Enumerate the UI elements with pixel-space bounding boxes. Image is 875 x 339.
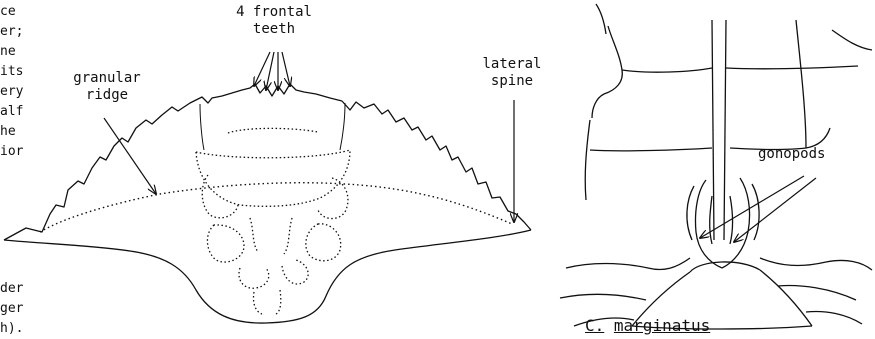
gonopods-label: gonopods: [758, 146, 825, 163]
caption-species: marginatus: [614, 316, 710, 335]
abdomen-sketch: [560, 4, 872, 329]
frontal-teeth-label-line2: teeth: [214, 21, 334, 38]
frontal-teeth-label-line1: 4 frontal: [214, 4, 334, 21]
granular-ridge-line: [40, 183, 512, 232]
leader-arrows: [104, 52, 816, 242]
posterior-margin: [4, 230, 531, 323]
lateral-spine-label-line2: spine: [462, 73, 562, 90]
frontal-margin: [232, 84, 342, 101]
lateral-spine-label: lateral spine: [462, 56, 562, 90]
central-regions: [196, 128, 350, 314]
granular-ridge-label-line2: ridge: [62, 87, 152, 104]
frontal-teeth-label: 4 frontal teeth: [214, 4, 334, 38]
caption-genus: C.: [585, 316, 604, 335]
carapace-outline: [4, 84, 531, 323]
granular-ridge-label-line1: granular: [62, 70, 152, 87]
species-caption: C. marginatus: [585, 317, 710, 335]
anterolateral-margin-right: [342, 101, 531, 230]
granular-ridge-label: granular ridge: [62, 70, 152, 104]
anterolateral-margin-left: [4, 93, 232, 240]
lateral-spine-label-line1: lateral: [462, 56, 562, 73]
